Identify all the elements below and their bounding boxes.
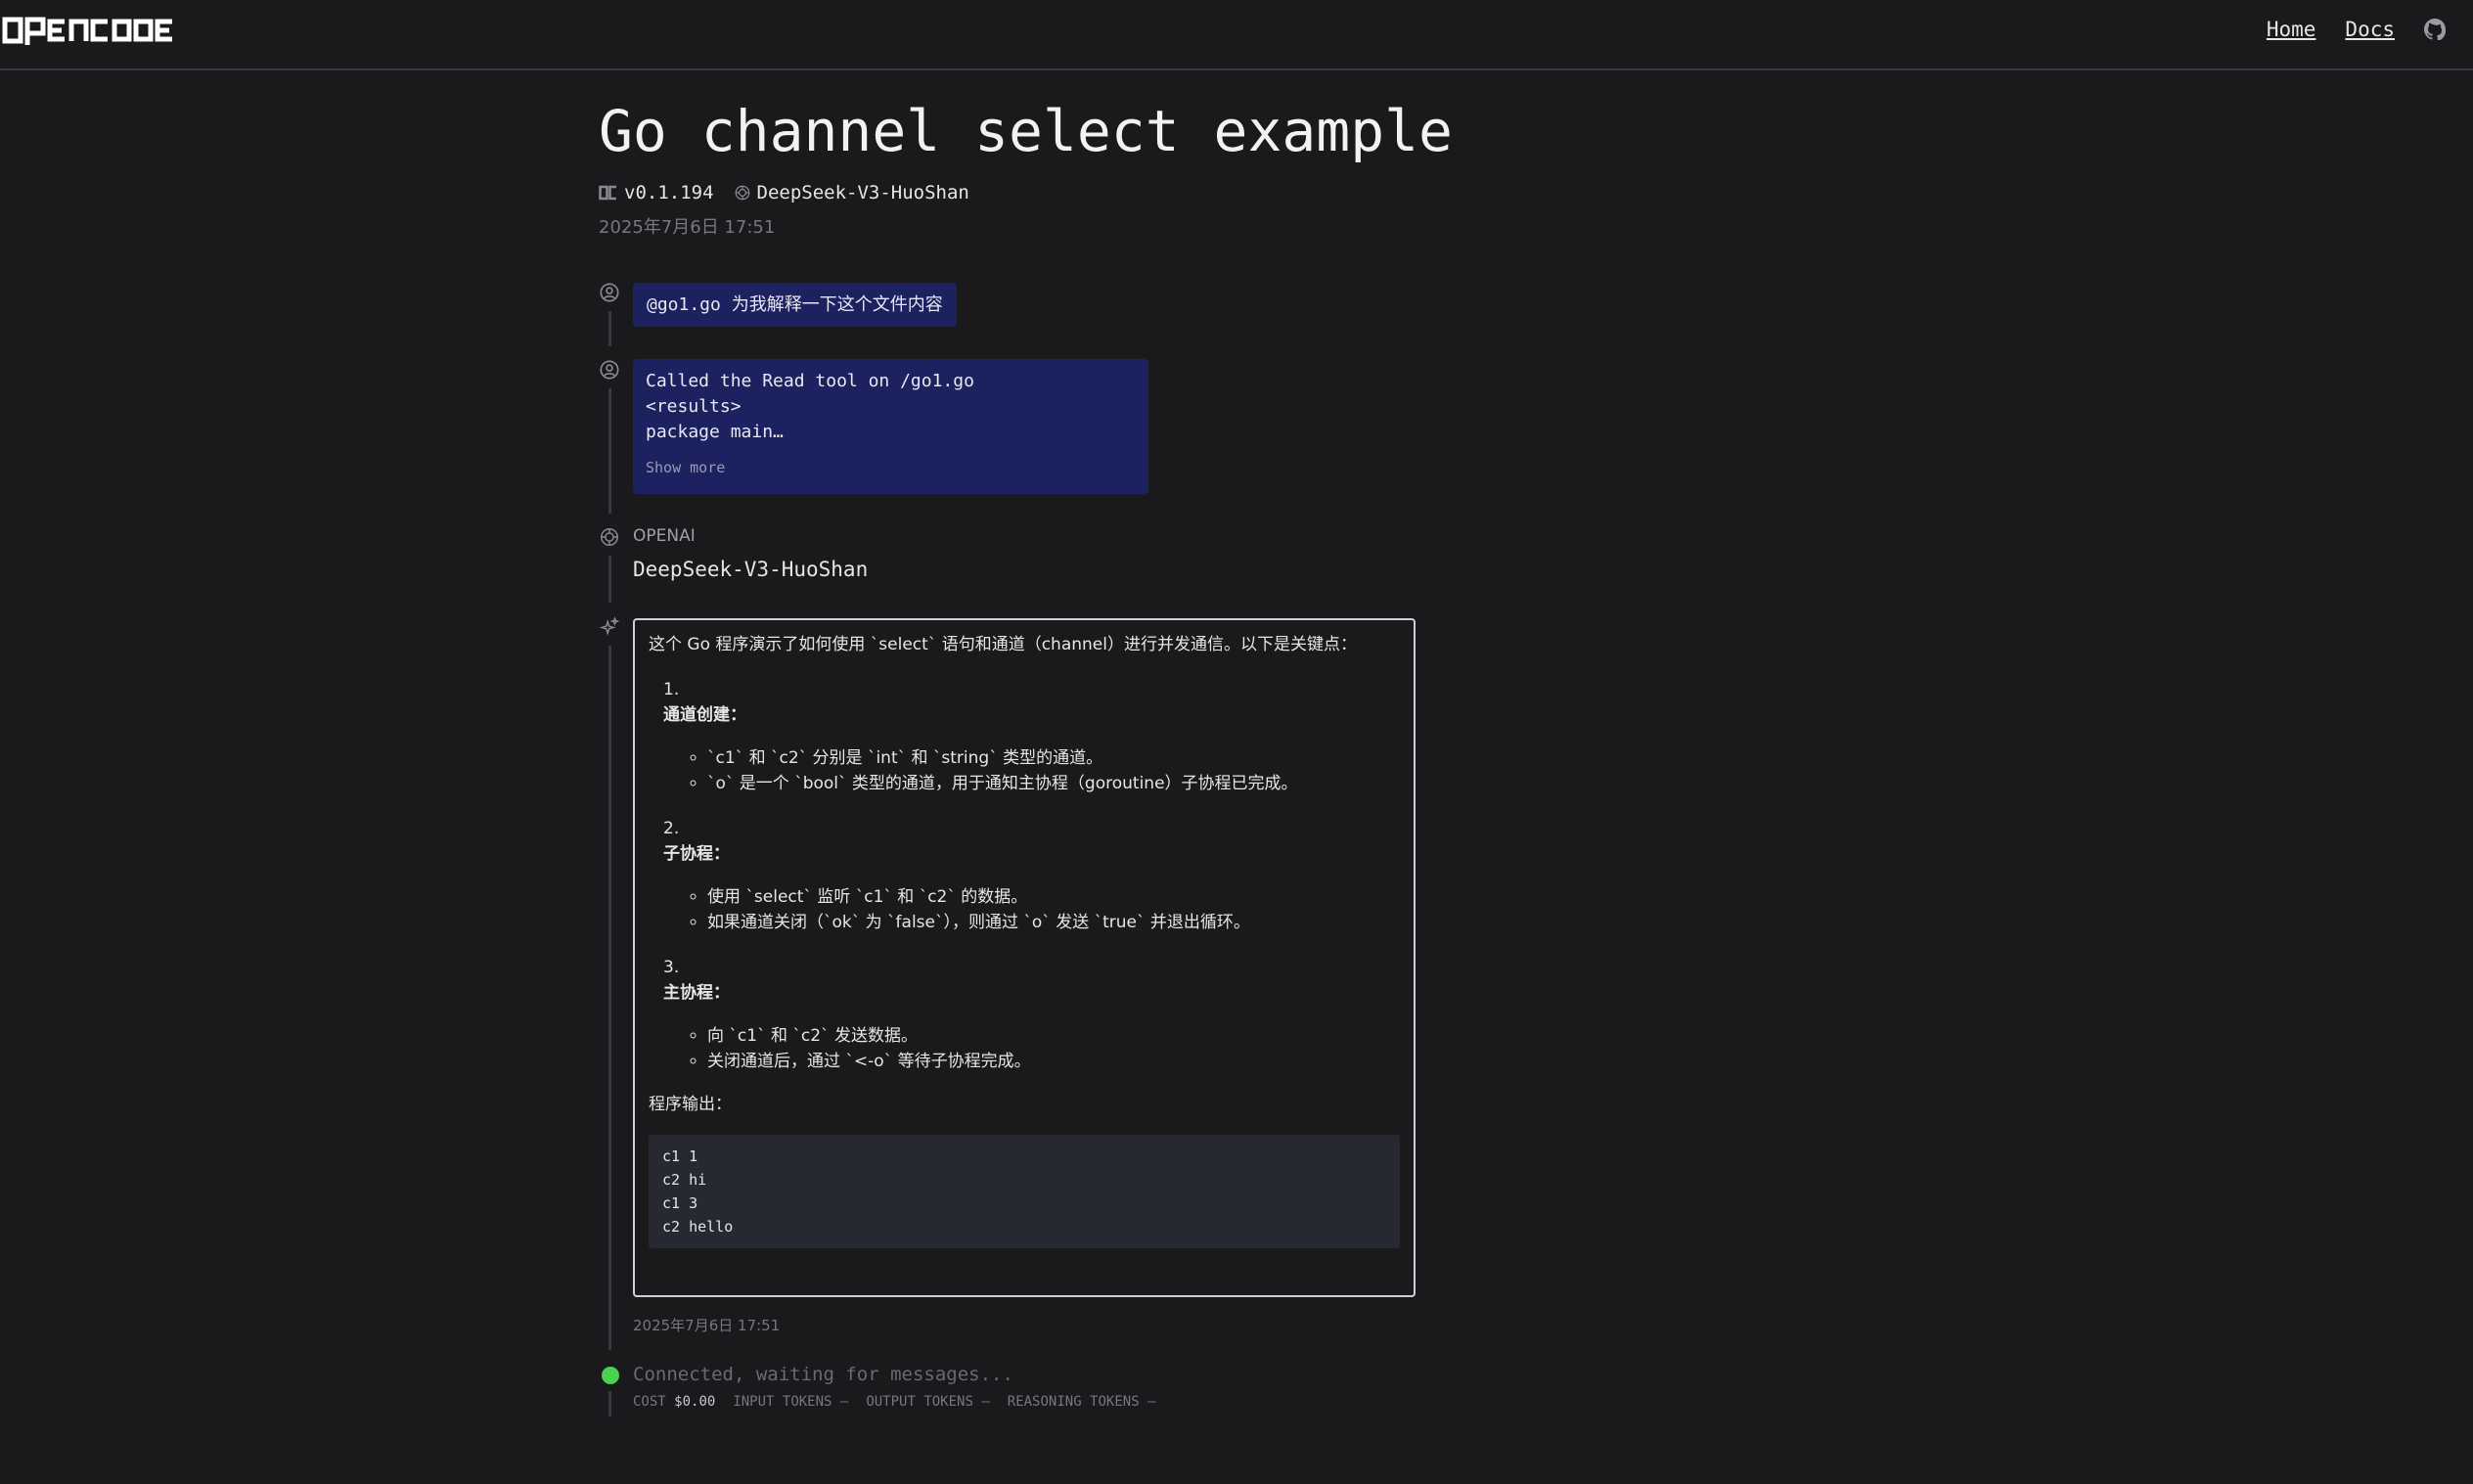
top-nav: Home Docs — [2267, 18, 2446, 41]
reasoning-tokens-stat: REASONING TOKENS — — [1007, 1394, 1156, 1410]
model-name: DeepSeek-V3-HuoShan — [633, 558, 869, 581]
cost-value: $0.00 — [674, 1394, 716, 1410]
section-number: 1. — [663, 680, 680, 699]
section-list: `c1` 和 `c2` 分别是 `int` 和 `string` 类型的通道。 … — [649, 745, 1400, 796]
user-icon — [600, 283, 619, 302]
code-block[interactable]: c1 1 c2 hi c1 3 c2 hello — [649, 1135, 1400, 1248]
tool-line: Called the Read tool on /go1.go — [646, 371, 974, 391]
connected-status-dot — [602, 1367, 619, 1384]
code-line: c2 hello — [662, 1218, 734, 1236]
section-heading: 通道创建： — [663, 705, 746, 725]
list-item: 使用 `select` 监听 `c1` 和 `c2` 的数据。 — [707, 884, 1400, 910]
session-meta: v0.1.194 DeepSeek-V3-HuoShan — [599, 182, 969, 203]
sparkles-icon — [599, 616, 620, 636]
github-icon[interactable] — [2424, 19, 2446, 40]
model-label: DeepSeek-V3-HuoShan — [756, 182, 969, 203]
connection-status: Connected, waiting for messages... — [633, 1364, 1013, 1385]
openai-icon — [601, 528, 618, 546]
section-heading: 子协程： — [663, 844, 730, 864]
list-item: 向 `c1` 和 `c2` 发送数据。 — [707, 1023, 1400, 1049]
tool-result-message: Called the Read tool on /go1.go <results… — [633, 359, 1148, 494]
user-message: @go1.go 为我解释一下这个文件内容 — [633, 283, 957, 327]
logo-wordmark — [2, 17, 172, 45]
provider-label: OPENAI — [633, 526, 696, 546]
answer-timestamp: 2025年7月6日 17:51 — [633, 1317, 781, 1334]
section-list: 使用 `select` 监听 `c1` 和 `c2` 的数据。 如果通道关闭（`… — [649, 884, 1400, 935]
list-item: 如果通道关闭（`ok` 为 `false`），则通过 `o` 发送 `true`… — [707, 910, 1400, 935]
list-item: `o` 是一个 `bool` 类型的通道，用于通知主协程（goroutine）子… — [707, 771, 1400, 796]
code-line: c1 1 — [662, 1147, 698, 1165]
section-heading: 主协程： — [663, 983, 730, 1003]
code-line: c1 3 — [662, 1194, 698, 1212]
timeline-line — [608, 311, 611, 346]
cost-stat: COST $0.00 — [633, 1394, 716, 1410]
timeline-line — [608, 556, 611, 603]
nav-home-link[interactable]: Home — [2266, 18, 2316, 41]
usage-stats: COST $0.00 INPUT TOKENS — OUTPUT TOKENS … — [633, 1394, 1155, 1410]
tool-line: package main… — [646, 422, 784, 442]
page-title: Go channel select example — [599, 98, 1453, 164]
version-label: v0.1.194 — [624, 182, 714, 203]
opencode-mini-icon — [599, 185, 616, 201]
show-more-button[interactable]: Show more — [646, 459, 726, 476]
input-tokens-stat: INPUT TOKENS — — [733, 1394, 849, 1410]
timeline-line — [608, 1391, 611, 1417]
output-label: 程序输出： — [649, 1095, 732, 1114]
code-line: c2 hi — [662, 1171, 707, 1189]
list-item: `c1` 和 `c2` 分别是 `int` 和 `string` 类型的通道。 — [707, 745, 1400, 771]
section-number: 3. — [663, 958, 680, 977]
section-number: 2. — [663, 819, 680, 838]
assistant-answer: 这个 Go 程序演示了如何使用 `select` 语句和通道（channel）进… — [633, 618, 1416, 1297]
timeline-line — [608, 388, 611, 514]
timeline-line — [608, 646, 611, 1350]
openai-icon — [735, 185, 749, 201]
opencode-logo[interactable] — [2, 14, 174, 49]
output-tokens-stat: OUTPUT TOKENS — — [866, 1394, 990, 1410]
nav-docs-link[interactable]: Docs — [2345, 18, 2395, 41]
section-list: 向 `c1` 和 `c2` 发送数据。 关闭通道后，通过 `<-o` 等待子协程… — [649, 1023, 1400, 1074]
tool-line: <results> — [646, 396, 742, 417]
list-item: 关闭通道后，通过 `<-o` 等待子协程完成。 — [707, 1049, 1400, 1074]
top-header: Home Docs — [0, 0, 2473, 70]
session-date: 2025年7月6日 17:51 — [599, 217, 776, 238]
answer-intro: 这个 Go 程序演示了如何使用 `select` 语句和通道（channel）进… — [649, 635, 1357, 654]
user-icon — [600, 360, 619, 380]
